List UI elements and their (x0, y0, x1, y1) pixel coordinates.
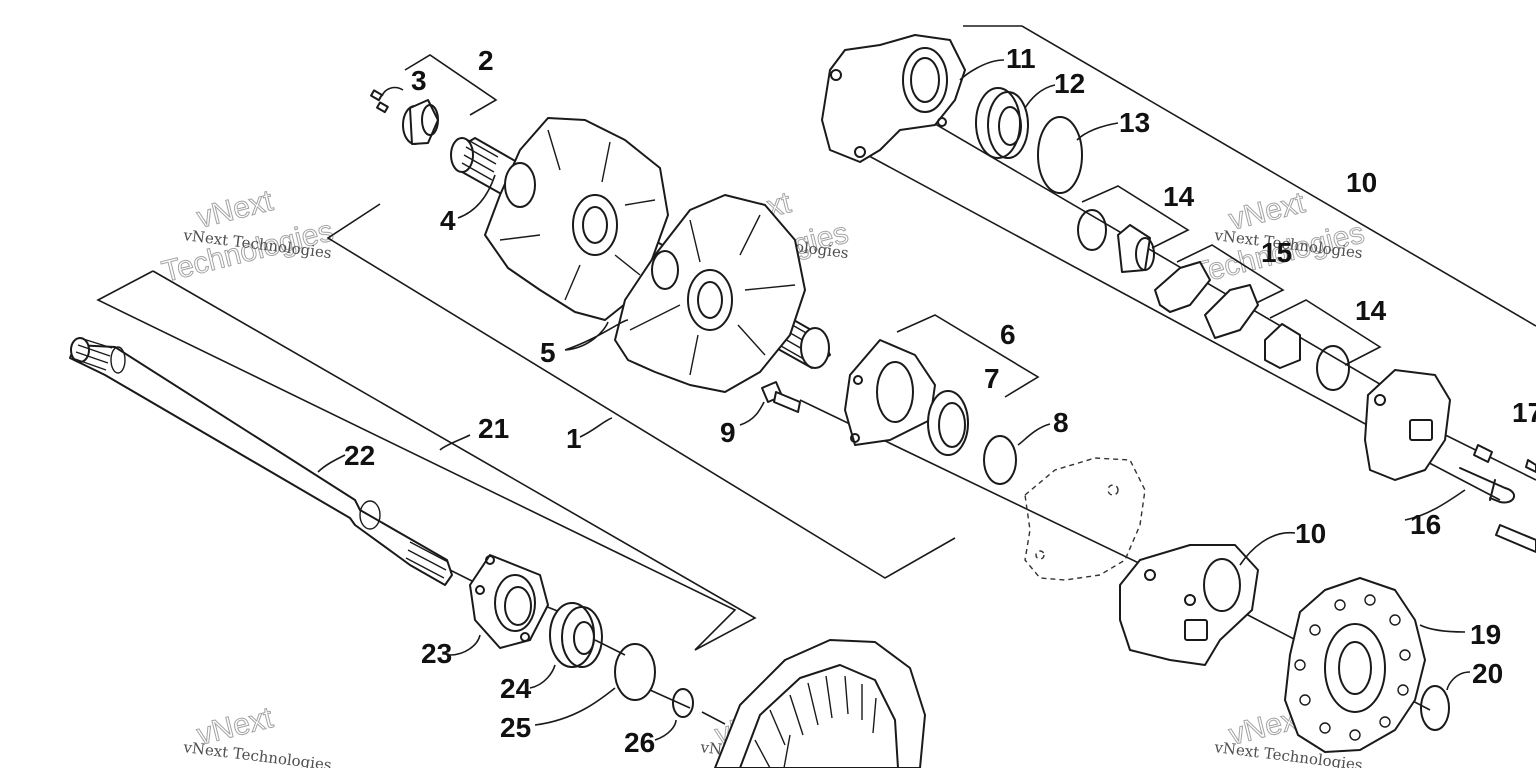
callout-6: 6 (1000, 319, 1016, 350)
callout-21: 21 (478, 413, 509, 444)
part-25-ring (614, 643, 656, 701)
part-22-shaft (69, 337, 453, 586)
callout-23: 23 (421, 638, 452, 669)
dashed-plate (1024, 457, 1146, 581)
part-16-pin (1459, 467, 1536, 553)
part-8-ring (983, 435, 1017, 485)
watermark-big: vNext (194, 184, 277, 235)
part-9-bolt (761, 381, 801, 413)
part-12-bearing (975, 87, 1029, 159)
part-7-seal (927, 390, 969, 456)
callout-8: 8 (1053, 407, 1069, 438)
part-3-nipple (370, 89, 389, 114)
callout-1: 1 (566, 423, 582, 454)
part-20-ring (1420, 685, 1450, 731)
callout-3: 3 (411, 65, 427, 96)
callout-9: 9 (720, 417, 736, 448)
callout-15: 15 (1261, 237, 1292, 268)
part-24-bearing (549, 602, 603, 668)
part-6-plate (844, 339, 936, 446)
callout-11: 11 (1006, 43, 1036, 74)
callout-labels: 2 3 4 5 1 9 6 7 8 11 12 13 10 14 15 14 1… (344, 43, 1536, 758)
part-4-5-sprocket-assembly (450, 117, 831, 393)
callout-26: 26 (624, 727, 655, 758)
part-14-rings-lower (1264, 323, 1350, 391)
callout-14-top: 14 (1163, 181, 1195, 212)
callout-22: 22 (344, 440, 375, 471)
callout-20: 20 (1472, 658, 1503, 689)
callout-2: 2 (478, 45, 494, 76)
watermark-right-top: vNext Technologies vNext Technologies (1189, 186, 1368, 292)
part-23-housing (469, 554, 549, 649)
part-11-caliper-upper (821, 34, 966, 163)
callout-13: 13 (1119, 107, 1150, 138)
callout-19: 19 (1470, 619, 1501, 650)
part-13-ring (1037, 116, 1083, 194)
callout-7: 7 (984, 363, 1000, 394)
part-14-rings-top (1077, 209, 1155, 273)
callout-10-lower: 10 (1295, 518, 1326, 549)
callout-5: 5 (540, 337, 556, 368)
callout-24: 24 (500, 673, 532, 704)
group-bracket-lines (96, 25, 1536, 651)
callout-17: 17 (1512, 397, 1536, 428)
watermark-text: vNext Technologies (182, 738, 333, 768)
callout-4: 4 (440, 205, 456, 236)
callout-16: 16 (1410, 509, 1441, 540)
part-15-pads (1154, 261, 1259, 339)
callout-14-lower: 14 (1355, 295, 1387, 326)
part-10-caliper-lower (1119, 544, 1259, 666)
watermark-left-top: vNext Technologies vNext Technologies (158, 184, 337, 290)
callout-leaders (317, 59, 1471, 741)
callout-12: 12 (1054, 68, 1085, 99)
callout-10-top: 10 (1346, 167, 1377, 198)
part-17-bleeder (1473, 444, 1536, 473)
callout-25: 25 (500, 712, 531, 743)
part-26-clip (672, 688, 694, 718)
pulley-partial (714, 639, 926, 768)
part-19-disc (1284, 577, 1426, 753)
part-caliper-right (1364, 369, 1451, 481)
part-2-plug (402, 99, 439, 145)
